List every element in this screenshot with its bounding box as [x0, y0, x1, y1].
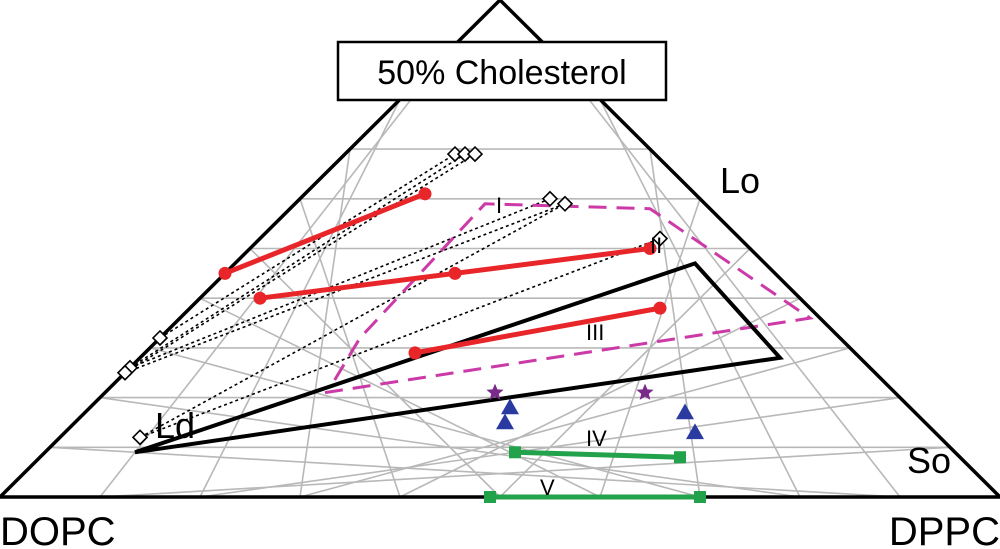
open-diamond [541, 190, 559, 207]
star-markers [486, 383, 654, 400]
vertex-label-right: DPPC [889, 510, 1000, 549]
phase-label-lo: Lo [720, 160, 760, 201]
open-diamond [131, 429, 149, 446]
tie-line-endpoint [253, 291, 267, 305]
tie-line [224, 191, 426, 276]
tie-line-endpoint [408, 346, 422, 360]
open-diamond [116, 364, 134, 381]
blue-triangle [496, 413, 514, 430]
grid-line [599, 99, 801, 498]
phase-label-so: So [907, 440, 951, 481]
title-box [336, 40, 668, 102]
chart-title: 50% Cholesterol [377, 54, 626, 92]
phase-label-ld: Ld [155, 405, 195, 446]
star-marker [636, 383, 654, 400]
grid-line [99, 396, 801, 498]
grid-line [49, 446, 901, 498]
green-endpoint [674, 451, 686, 464]
star-marker [486, 383, 504, 400]
blue-triangle [676, 403, 694, 420]
open-diamond [466, 145, 484, 163]
green-endpoint [509, 446, 521, 459]
grid-line [149, 347, 701, 498]
tie-line-endpoint [218, 266, 232, 280]
grid-line [549, 49, 901, 498]
vertex-label-left: DOPC [0, 510, 116, 549]
blue-triangle-markers [496, 398, 704, 440]
grid-line [499, 247, 751, 498]
open-diamond [556, 195, 574, 212]
tie-line-endpoint [643, 242, 657, 255]
green-endpoint [484, 491, 496, 503]
tie-line-label-i: I [496, 193, 502, 218]
three-phase-triangle [134, 261, 784, 455]
green-endpoint [694, 491, 706, 503]
dotted-tie-line [139, 203, 566, 439]
tie-line-endpoint [653, 301, 667, 315]
tie-line-midpoint [448, 266, 462, 280]
dotted-tie-lines [124, 153, 661, 439]
tie-line-label-ii: II [650, 233, 662, 258]
green-tie-line [514, 449, 681, 460]
blue-triangle [501, 398, 519, 415]
tie-lines [218, 187, 667, 360]
dotted-tie-line [159, 153, 456, 339]
tie-line-label-iii: III [586, 320, 604, 345]
grid-line [599, 198, 701, 498]
open-diamond [151, 329, 169, 347]
tie-line [414, 305, 661, 356]
blue-triangle [686, 423, 704, 440]
green-tie-lines [484, 446, 706, 503]
tie-line-label-v: V [540, 475, 555, 500]
tie-line-label-iv: IV [586, 426, 607, 451]
tie-line-endpoint [418, 187, 432, 201]
dotted-tie-line [129, 153, 466, 369]
dotted-tie-line [124, 153, 476, 374]
dotted-tie-line [139, 237, 661, 439]
grid-line [199, 297, 601, 498]
open-diamond [651, 230, 669, 247]
open-diamond-markers [116, 145, 669, 446]
